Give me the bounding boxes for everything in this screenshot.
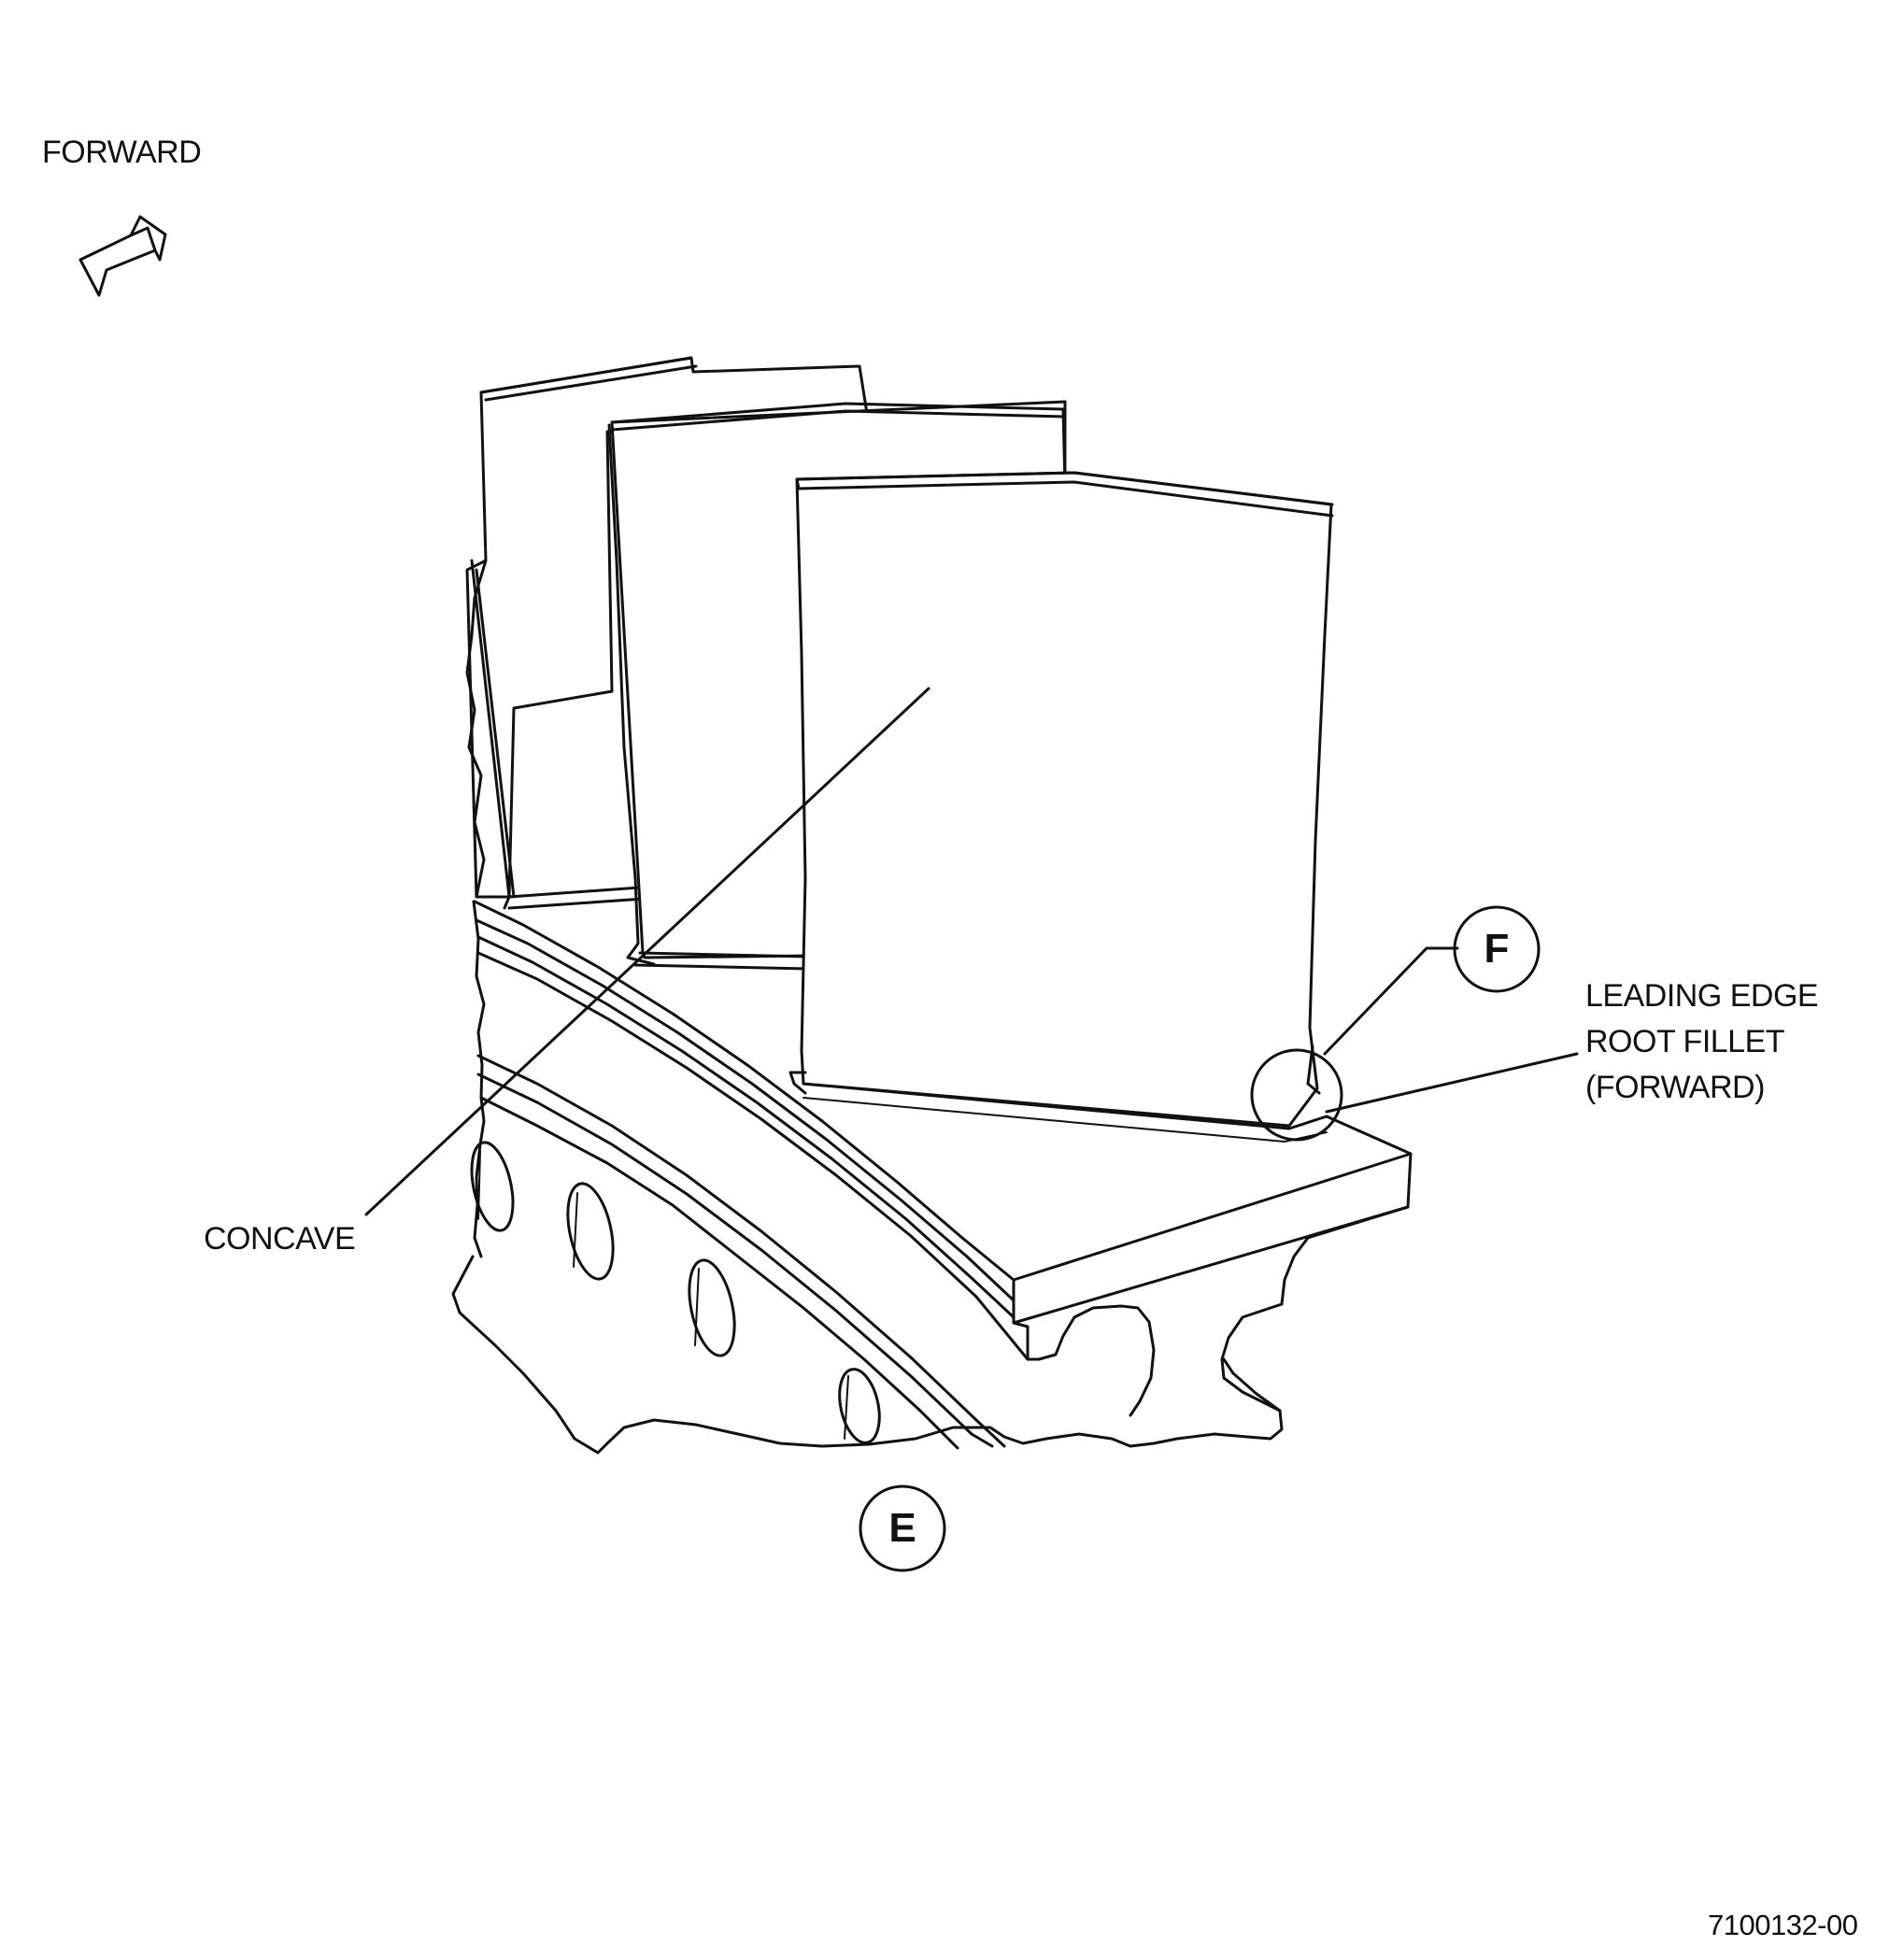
forward-label: FORWARD	[42, 135, 202, 170]
disk-base	[451, 900, 1413, 1455]
callout-f-letter: F	[1484, 926, 1510, 972]
leading-edge-label-line2: ROOT FILLET	[1585, 1024, 1785, 1059]
leading-edge-label-line3: (FORWARD)	[1585, 1070, 1765, 1105]
leading-edge-label-line1: LEADING EDGE	[1585, 978, 1819, 1014]
cooling-holes	[470, 1141, 881, 1444]
callout-e-letter: E	[888, 1505, 916, 1551]
forward-arrow-icon	[78, 215, 167, 297]
concave-leader-line	[364, 687, 930, 1216]
callout-e-bubble	[859, 1484, 946, 1572]
leading-edge-leader-line	[1325, 1052, 1579, 1114]
figure-number: 7100132-00	[1708, 1909, 1858, 1941]
airfoil-front	[788, 471, 1334, 1128]
detail-f-leader-line	[1323, 946, 1459, 1056]
concave-label: CONCAVE	[204, 1221, 356, 1257]
detail-f-circle	[1250, 1048, 1343, 1142]
callout-f-bubble	[1453, 905, 1541, 993]
